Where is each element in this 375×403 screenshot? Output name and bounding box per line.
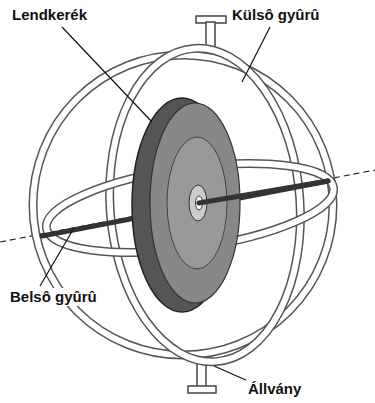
leader-lines — [40, 27, 270, 381]
part-label: Lendkerék — [10, 6, 89, 24]
part-label: Belsô gyûrû — [8, 288, 99, 306]
part-label: Állvány — [246, 380, 303, 398]
part-label: Külsô gyûrû — [230, 6, 322, 24]
leader-line — [214, 366, 248, 381]
outer-ring — [33, 55, 333, 355]
leader-line — [40, 228, 74, 286]
vertical-ring — [99, 42, 310, 368]
flywheel — [132, 98, 240, 312]
leader-line — [62, 27, 152, 122]
leader-line — [242, 27, 270, 82]
axle-front — [199, 181, 328, 203]
